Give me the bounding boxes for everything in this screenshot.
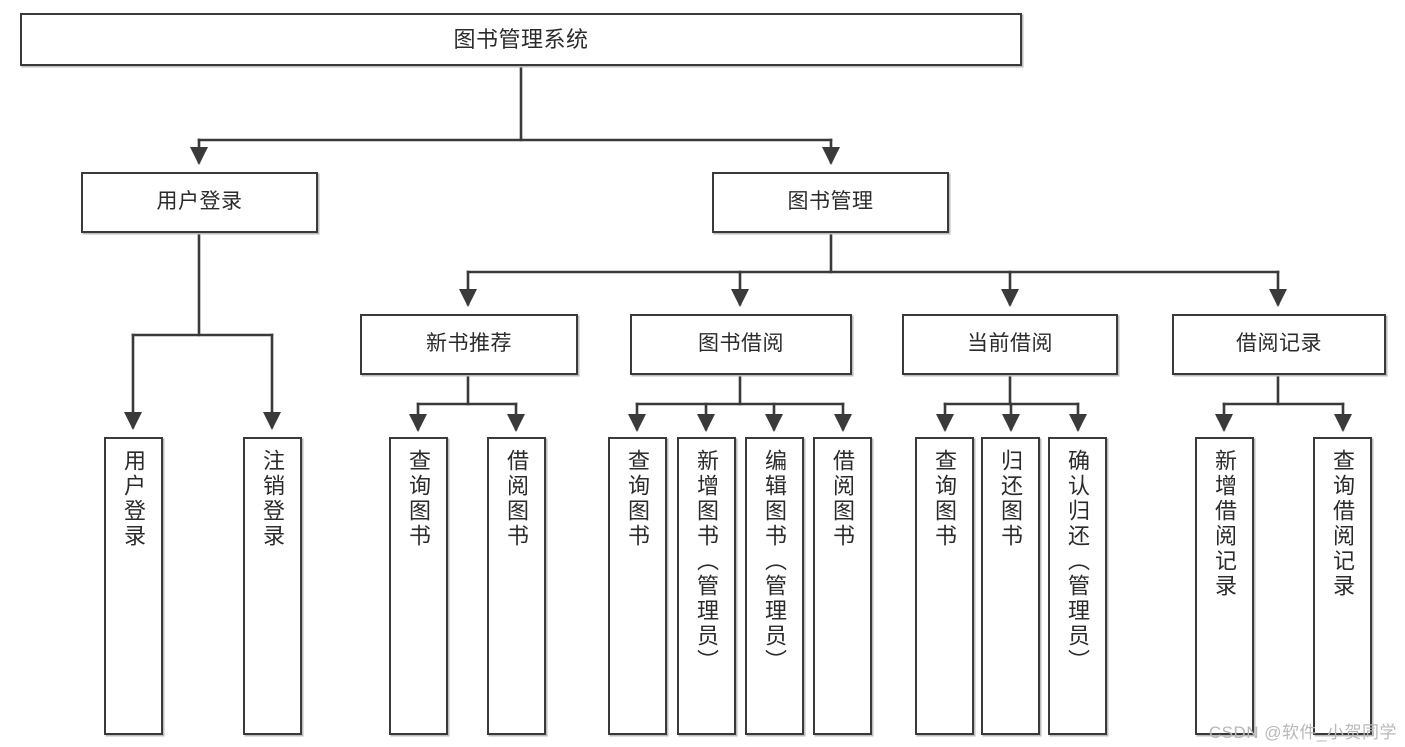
watermark: CSDN @软件_小贺同学 <box>1208 723 1397 742</box>
node-root-label: 图书管理系统 <box>453 26 589 52</box>
node-book-borrow[interactable]: 图书借阅 <box>630 314 852 375</box>
node-book-manage-label: 图书管理 <box>787 190 874 214</box>
leaf-query-book-1-label: 查询图书 <box>406 449 432 549</box>
leaf-user-login-label: 用户登录 <box>121 449 147 549</box>
node-current-borrow-label: 当前借阅 <box>967 332 1053 356</box>
leaf-user-login[interactable]: 用户登录 <box>104 437 163 735</box>
leaf-query-book-2-label: 查询图书 <box>625 449 651 549</box>
leaf-user-logout-label: 注销登录 <box>260 449 286 549</box>
node-borrow-record[interactable]: 借阅记录 <box>1172 314 1386 375</box>
leaf-edit-book-label: 编辑图书（管理员） <box>762 449 788 674</box>
leaf-borrow-book-1[interactable]: 借阅图书 <box>487 437 546 735</box>
node-user-login-label: 用户登录 <box>156 190 243 214</box>
node-borrow-record-label: 借阅记录 <box>1236 332 1322 356</box>
leaf-borrow-book-2-label: 借阅图书 <box>830 449 856 549</box>
node-user-login[interactable]: 用户登录 <box>81 172 318 233</box>
leaf-query-book-2[interactable]: 查询图书 <box>608 437 667 735</box>
node-book-borrow-label: 图书借阅 <box>698 332 784 356</box>
leaf-confirm-return[interactable]: 确认归还（管理员） <box>1048 437 1107 735</box>
leaf-confirm-return-label: 确认归还（管理员） <box>1065 449 1091 674</box>
node-root[interactable]: 图书管理系统 <box>20 13 1022 66</box>
leaf-add-book[interactable]: 新增图书（管理员） <box>677 437 736 735</box>
node-book-manage[interactable]: 图书管理 <box>712 172 949 233</box>
node-new-book-recommend-label: 新书推荐 <box>426 332 512 356</box>
leaf-query-record[interactable]: 查询借阅记录 <box>1313 437 1372 735</box>
leaf-edit-book[interactable]: 编辑图书（管理员） <box>745 437 804 735</box>
node-new-book-recommend[interactable]: 新书推荐 <box>360 314 578 375</box>
leaf-query-book-1[interactable]: 查询图书 <box>389 437 448 735</box>
leaf-add-book-label: 新增图书（管理员） <box>694 449 720 674</box>
leaf-add-record[interactable]: 新增借阅记录 <box>1195 437 1254 735</box>
leaf-borrow-book-1-label: 借阅图书 <box>504 449 530 549</box>
leaf-user-logout[interactable]: 注销登录 <box>243 437 302 735</box>
leaf-query-record-label: 查询借阅记录 <box>1330 449 1356 599</box>
leaf-borrow-book-2[interactable]: 借阅图书 <box>813 437 872 735</box>
leaf-return-book-label: 归还图书 <box>998 449 1024 549</box>
leaf-query-book-3[interactable]: 查询图书 <box>915 437 974 735</box>
leaf-query-book-3-label: 查询图书 <box>932 449 958 549</box>
node-current-borrow[interactable]: 当前借阅 <box>902 314 1118 375</box>
leaf-add-record-label: 新增借阅记录 <box>1212 449 1238 599</box>
leaf-return-book[interactable]: 归还图书 <box>981 437 1040 735</box>
